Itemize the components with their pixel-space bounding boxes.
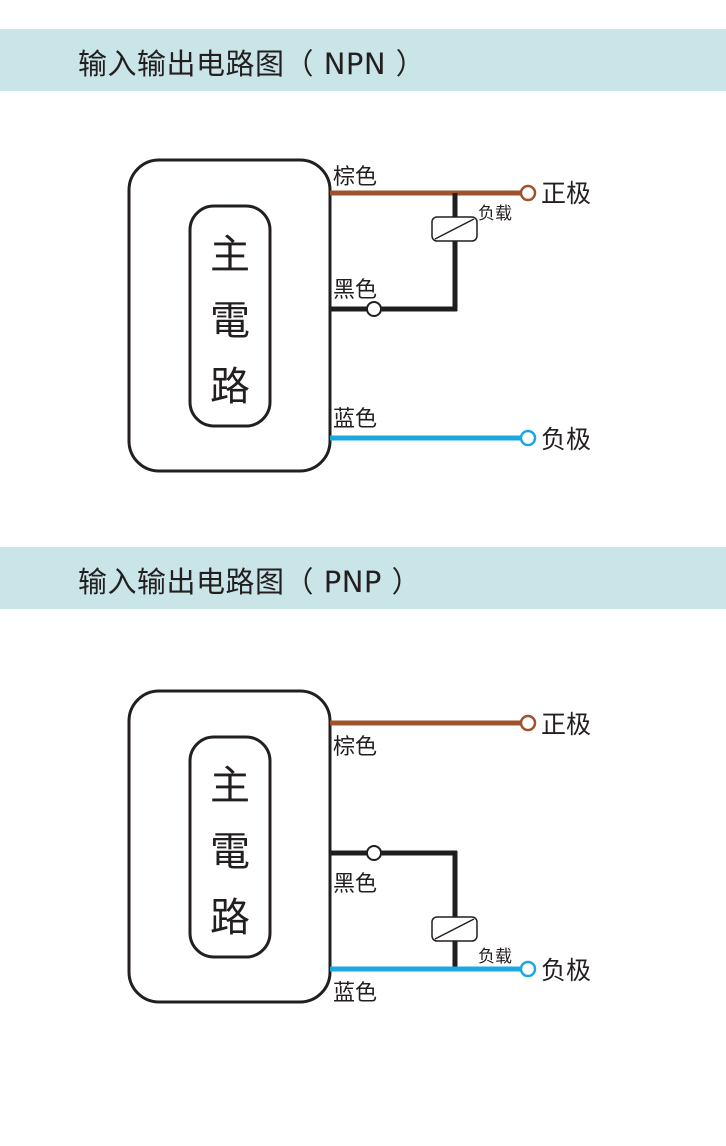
load-symbol-diagonal [434, 918, 475, 940]
positive-terminal [519, 714, 537, 732]
load-label: 负载 [478, 204, 512, 224]
black-wire-node [366, 301, 382, 317]
main-circuit-char-3: 路 [210, 895, 250, 941]
npn-header-band: 输入输出电路图（ NPN ） [0, 29, 726, 91]
main-circuit-char-1: 主 [210, 763, 250, 809]
negative-terminal-label: 负极 [541, 956, 591, 985]
positive-terminal-label: 正极 [541, 179, 591, 208]
main-circuit-char-3: 路 [210, 364, 250, 410]
main-circuit-box [188, 204, 272, 428]
load-symbol-diagonal [434, 218, 475, 240]
positive-terminal [519, 184, 537, 202]
npn-title: 输入输出电路图（ NPN ） [78, 47, 426, 81]
black-wire-label: 黑色 [333, 872, 377, 897]
load-label: 负载 [478, 947, 512, 967]
main-circuit-box [188, 735, 272, 959]
black-wire-label: 黑色 [333, 278, 377, 303]
main-circuit-char-1: 主 [210, 232, 250, 278]
negative-terminal-label: 负极 [541, 425, 591, 454]
brown-wire-label: 棕色 [333, 165, 377, 190]
main-circuit-char-2: 電 [210, 829, 250, 875]
pnp-title: 输入输出电路图（ PNP ） [78, 565, 422, 599]
positive-terminal-label: 正极 [541, 710, 591, 739]
pnp-circuit-diagram: 主 電 路 棕色 正极 黑色 负载 蓝色 负极 [127, 689, 591, 1006]
pnp-header-band: 输入输出电路图（ PNP ） [0, 547, 726, 609]
npn-circuit-diagram: 主 電 路 棕色 正极 负载 黑色 蓝色 负极 [127, 158, 591, 473]
negative-terminal [519, 960, 537, 978]
blue-wire-label: 蓝色 [333, 981, 377, 1006]
negative-terminal [519, 429, 537, 447]
black-wire-node [366, 845, 382, 861]
blue-wire-label: 蓝色 [333, 407, 377, 432]
brown-wire-label: 棕色 [333, 735, 377, 760]
main-circuit-char-2: 電 [210, 298, 250, 344]
